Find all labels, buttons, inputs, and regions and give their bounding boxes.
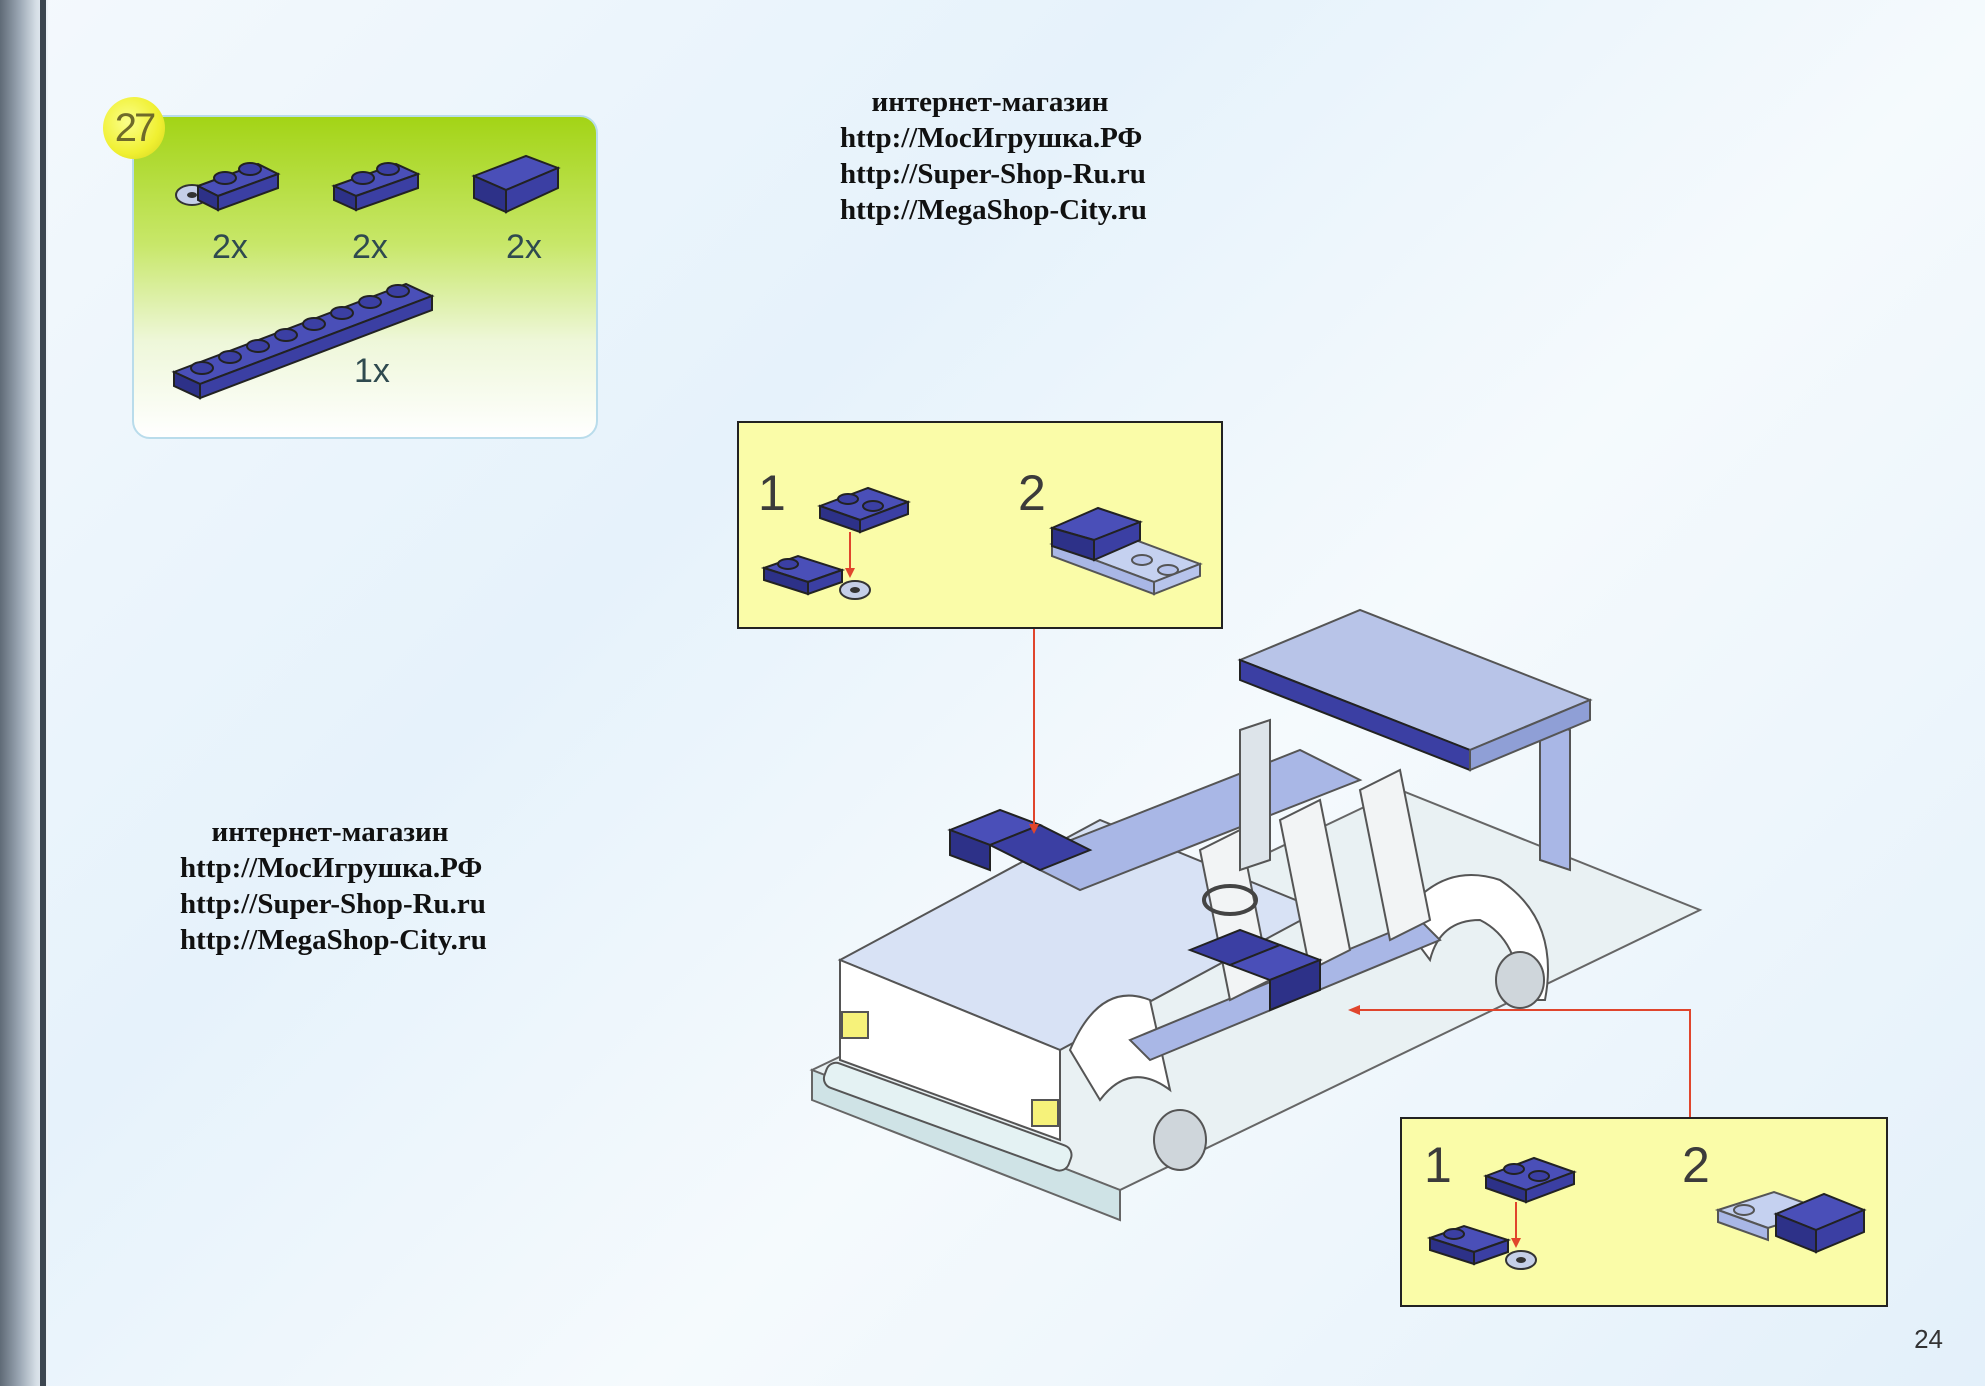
part-quantity: 2x <box>352 228 388 266</box>
substep-2-number: 2 <box>1682 1137 1710 1193</box>
ad-link-mosigrushka[interactable]: http://МосИгрушка.РФ <box>180 852 483 884</box>
book-spine-edge <box>40 0 46 1386</box>
ad-title: интернет-магазин <box>211 816 449 848</box>
subassembly-slope-illustration <box>1714 1190 1867 1254</box>
part-plate-1x8 <box>171 282 435 400</box>
part-quantity: 2x <box>506 228 542 266</box>
subassembly-panel-top <box>737 421 1223 629</box>
ad-link-super-shop[interactable]: http://Super-Shop-Ru.ru <box>180 888 486 920</box>
ad-link-mosigrushka[interactable]: http://МосИгрушка.РФ <box>840 122 1143 154</box>
substep-1-number: 1 <box>1424 1137 1452 1193</box>
subassembly-clip-illustration <box>760 486 911 600</box>
ad-link-megashop[interactable]: http://MegaShop-City.ru <box>180 924 487 956</box>
ad-title: интернет-магазин <box>871 86 1109 118</box>
part-quantity: 2x <box>212 228 248 266</box>
ad-link-super-shop[interactable]: http://Super-Shop-Ru.ru <box>840 158 1146 190</box>
part-quantity: 1x <box>354 352 390 390</box>
step-number-badge: 27 <box>103 97 165 159</box>
subassembly-slope-illustration <box>1049 506 1203 596</box>
part-slope-brick <box>471 154 561 214</box>
substep-2-number: 2 <box>1018 465 1046 521</box>
vehicle-assembly-illustration <box>809 608 1703 1222</box>
ad-block-top: интернет-магазин http://МосИгрушка.РФ ht… <box>840 84 1147 228</box>
ad-block-left: интернет-магазин http://МосИгрушка.РФ ht… <box>180 814 487 958</box>
part-plate-with-clip <box>175 162 281 212</box>
page-number: 24 <box>1914 1324 1943 1354</box>
part-plate-1x2 <box>331 162 421 212</box>
substep-1-number: 1 <box>758 465 786 521</box>
ad-link-megashop[interactable]: http://MegaShop-City.ru <box>840 194 1147 226</box>
subassembly-clip-illustration <box>1426 1156 1577 1270</box>
